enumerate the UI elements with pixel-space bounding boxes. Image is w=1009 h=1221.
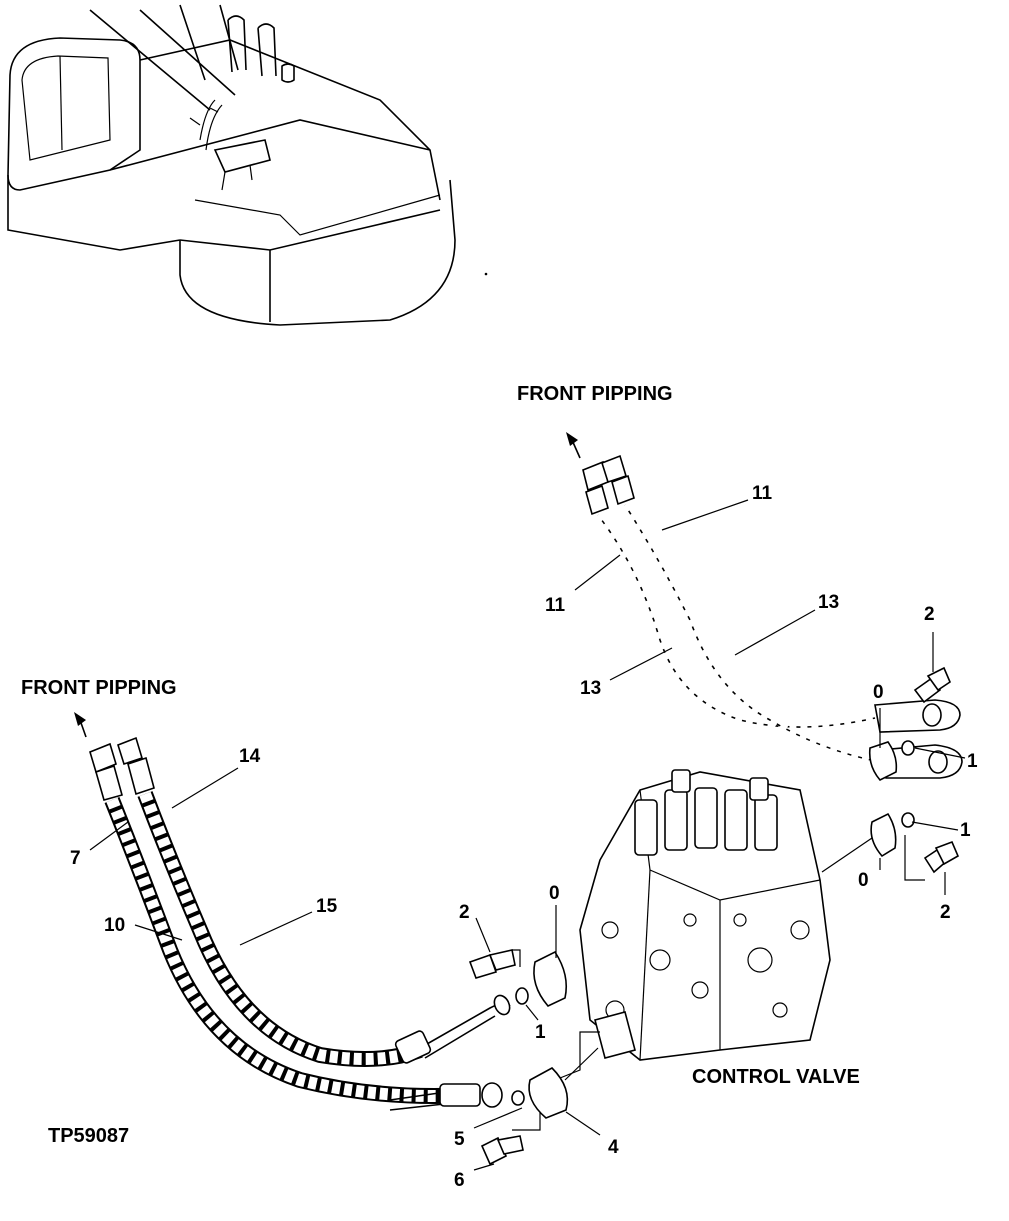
callout-2-top: 2 xyxy=(924,604,935,625)
callout-0-right: 0 xyxy=(858,870,869,891)
callout-6: 6 xyxy=(454,1170,465,1191)
callout-11-left: 11 xyxy=(545,595,566,616)
upper-hose-assembly xyxy=(566,432,963,781)
excavator-overview-drawing xyxy=(7,4,488,326)
front-pipping-top-label: FRONT PIPPING xyxy=(517,383,673,405)
callout-14: 14 xyxy=(239,746,261,767)
callout-11-right: 11 xyxy=(752,483,773,504)
arrow-up-icon xyxy=(566,432,578,446)
callout-1-left: 1 xyxy=(535,1022,546,1043)
right-flange-assembly xyxy=(821,812,960,881)
callout-0-top: 0 xyxy=(873,682,884,703)
callout-10: 10 xyxy=(104,915,125,936)
text-labels: FRONT PIPPING FRONT PIPPING CONTROL VALV… xyxy=(21,383,978,1191)
control-valve-label: CONTROL VALVE xyxy=(692,1066,860,1088)
callout-2-right: 2 xyxy=(940,902,951,923)
callout-7: 7 xyxy=(70,848,81,869)
callout-4: 4 xyxy=(608,1137,619,1158)
leader-lines xyxy=(89,499,966,1171)
control-valve-body xyxy=(579,769,831,1061)
callout-1-top: 1 xyxy=(967,751,978,772)
drawing-id-label: TP59087 xyxy=(48,1125,129,1147)
callout-2-left: 2 xyxy=(459,902,470,923)
callout-1-mid: 1 xyxy=(960,820,971,841)
lower-hose-assembly xyxy=(74,712,600,1166)
callout-0-left: 0 xyxy=(549,883,560,904)
front-pipping-left-label: FRONT PIPPING xyxy=(21,677,177,699)
callout-13-left: 13 xyxy=(580,678,601,699)
arrow-up-left-icon xyxy=(74,712,86,726)
callout-15: 15 xyxy=(316,896,338,917)
callout-13-right: 13 xyxy=(818,592,839,613)
callout-5: 5 xyxy=(454,1129,465,1150)
